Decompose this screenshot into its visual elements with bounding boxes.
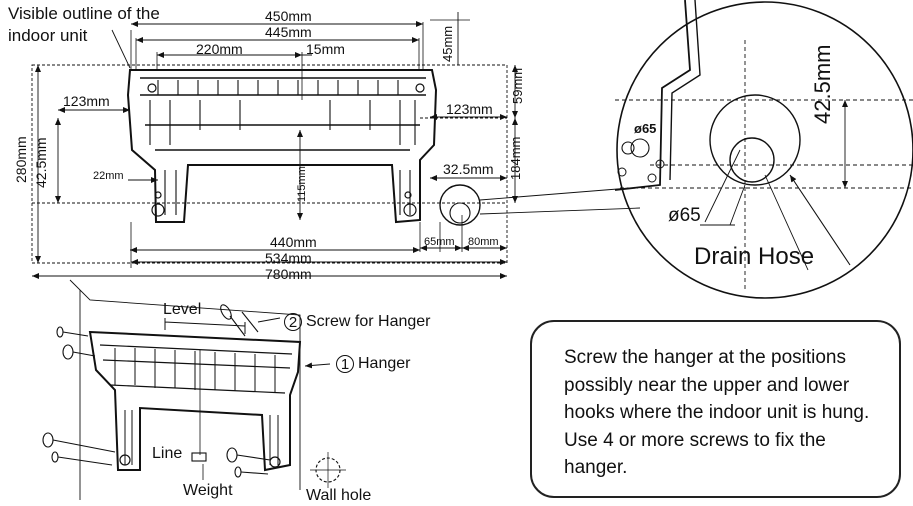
dim-123-right: 123mm [446,101,493,117]
dim-440: 440mm [270,234,317,250]
detail-magnified-circle [614,0,913,299]
label-wall-hole: Wall hole [306,487,372,504]
label-level: Level [163,301,202,318]
dim-80: 80mm [468,236,499,248]
dim-22: 22mm [93,170,124,182]
dim-123-left: 123mm [63,93,110,109]
label-line: Line [152,445,183,462]
instruction-note-box: Screw the hanger at the positions possib… [530,320,901,498]
label-visible-outline-1: Visible outline of the [8,4,160,23]
screw-number-badge: 2 [284,313,302,331]
dim-115: 115mm [296,166,308,202]
weight-marker [191,452,207,462]
lower-install-drawing [42,279,346,500]
dim-280: 280mm [13,136,29,183]
detail-phi65: ø65 [668,205,701,226]
dim-45: 45mm [440,25,455,62]
dim-780: 780mm [265,266,312,282]
dim-32-5: 32.5mm [443,161,494,177]
label-visible-outline-2: indoor unit [8,26,88,45]
hanger-plate-upper [126,69,438,224]
dim-184: 184mm [508,136,523,180]
dim-42-5-left: 42.5mm [33,137,49,188]
label-weight: Weight [183,482,233,499]
detail-dim-42-5: 42.5mm [810,44,835,124]
dim-15: 15mm [306,41,345,57]
dim-220: 220mm [196,41,243,57]
screw-for-hanger-text: Screw for Hanger [306,313,431,331]
dim-59: 59mm [510,67,525,104]
dim-534: 534mm [265,250,312,266]
dim-450: 450mm [265,8,312,24]
dim-445: 445mm [265,24,312,40]
upper-hanger-drawing [31,12,641,279]
hanger-plate-lower [88,330,302,472]
dim-65: 65mm [424,236,455,248]
hanger-number-badge: 1 [336,355,354,373]
drain-hole-small [439,184,481,226]
drain-hose-label: Drain Hose [694,243,815,270]
instruction-note-text: Screw the hanger at the positions possib… [564,347,870,478]
hanger-text: Hanger [358,355,411,373]
detail-phi65-small: ø65 [634,121,657,136]
drain-hole-large [709,94,801,186]
